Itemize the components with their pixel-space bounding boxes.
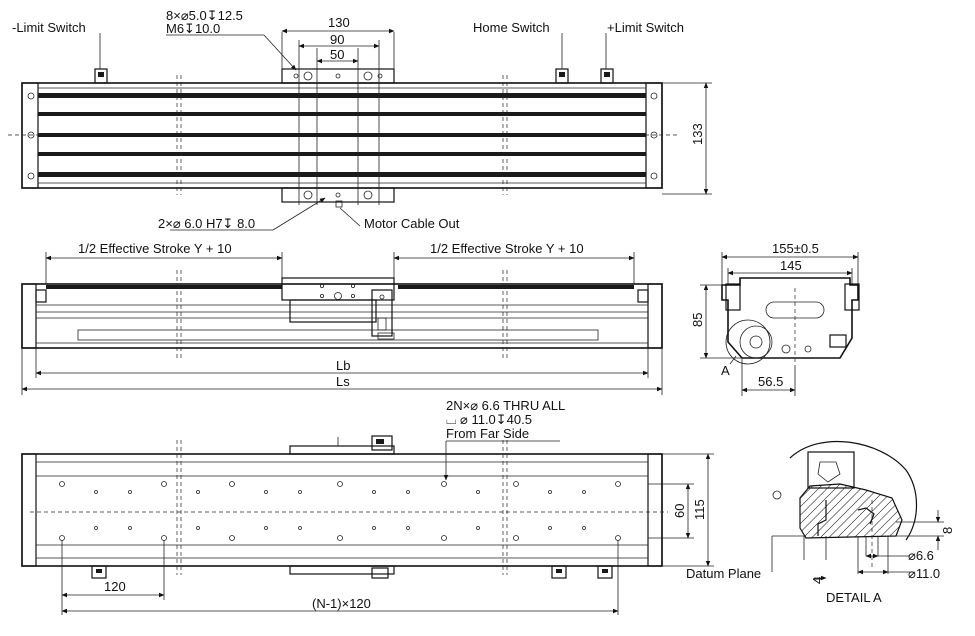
mounting-holes bbox=[59, 481, 621, 541]
thru-note-line3: From Far Side bbox=[446, 426, 529, 441]
dim-56-5: 56.5 bbox=[758, 374, 783, 389]
top-carriage bbox=[281, 68, 395, 84]
motor-cable-label: Motor Cable Out bbox=[364, 216, 460, 231]
hole-spec-line1: 8×⌀5.0↧12.5 bbox=[166, 8, 243, 23]
end-view-profile bbox=[721, 277, 859, 359]
side-view: 1/2 Effective Stroke Y + 10 1/2 Effectiv… bbox=[21, 241, 663, 395]
hole-spec-line2: M6↧10.0 bbox=[166, 21, 220, 36]
dim-60: 60 bbox=[672, 504, 687, 518]
detail-dim-4: 4 bbox=[810, 577, 825, 584]
dim-145: 145 bbox=[780, 258, 802, 273]
home-switch-label: Home Switch bbox=[473, 20, 550, 35]
side-view-body bbox=[21, 283, 663, 349]
dim-lb: Lb bbox=[336, 358, 350, 373]
bottom-view-body bbox=[21, 453, 663, 567]
half-stroke-right: 1/2 Effective Stroke Y + 10 bbox=[430, 241, 584, 256]
detail-a-marker: A bbox=[721, 363, 730, 378]
end-view: 155±0.5 145 85 56.5 A bbox=[690, 241, 860, 396]
detail-a-section bbox=[799, 483, 903, 539]
dim-133: 133 bbox=[690, 123, 705, 145]
side-carriage bbox=[281, 277, 395, 301]
neg-limit-label: -Limit Switch bbox=[12, 20, 86, 35]
datum-plane-label: Datum Plane bbox=[686, 566, 761, 581]
neg-limit-switch bbox=[94, 68, 108, 84]
half-stroke-left: 1/2 Effective Stroke Y + 10 bbox=[78, 241, 232, 256]
pos-limit-label: +Limit Switch bbox=[607, 20, 684, 35]
dim-155: 155±0.5 bbox=[772, 241, 819, 256]
detail-a: 8 4 ⌀6.6 ⌀11.0 Datum Plane DETAIL A bbox=[686, 440, 955, 605]
detail-dim-8: 8 bbox=[940, 527, 955, 534]
pin-spec: 2×⌀ 6.0 H7↧ 8.0 bbox=[158, 216, 255, 231]
dim-n-minus-1: (N-1)×120 bbox=[312, 596, 371, 611]
thru-note-line1: 2N×⌀ 6.6 THRU ALL bbox=[446, 398, 565, 413]
pos-limit-switch bbox=[600, 68, 614, 84]
dim-ls: Ls bbox=[336, 374, 350, 389]
bottom-carriage bbox=[289, 445, 395, 455]
dim-50: 50 bbox=[330, 47, 344, 62]
detail-a-title: DETAIL A bbox=[826, 590, 882, 605]
dim-115: 115 bbox=[692, 499, 707, 520]
dim-120: 120 bbox=[104, 579, 126, 594]
dim-130: 130 bbox=[328, 15, 350, 30]
detail-dim-6-6: ⌀6.6 bbox=[908, 548, 934, 563]
top-view: -Limit Switch Home Switch +Limit Switch … bbox=[8, 8, 712, 231]
bottom-view: 2N×⌀ 6.6 THRU ALL ⌴ ⌀ 11.0↧40.5 From Far… bbox=[21, 398, 714, 615]
home-switch bbox=[555, 68, 569, 84]
dim-90: 90 bbox=[330, 32, 344, 47]
dim-85: 85 bbox=[690, 313, 705, 327]
thru-note-line2: ⌴ ⌀ 11.0↧40.5 bbox=[446, 412, 532, 427]
detail-dim-11: ⌀11.0 bbox=[908, 566, 940, 581]
